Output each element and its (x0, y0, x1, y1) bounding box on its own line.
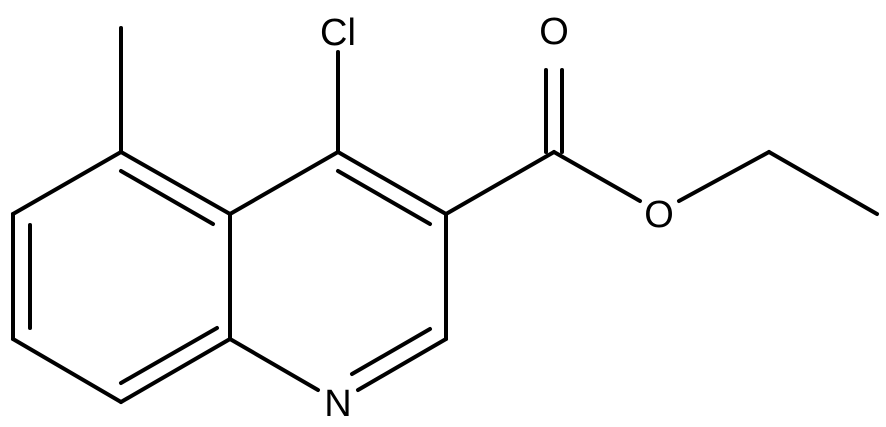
bond-carbonyl-ester-oxygen (552, 150, 642, 203)
bond-c4-c3 (336, 150, 448, 216)
carbonyl-oxygen-atom-label: O (539, 11, 569, 53)
bond-c3-carbonyl (444, 150, 556, 216)
ring-nitrogen-atom-label: N (324, 383, 351, 425)
bond-ester-oxygen-ethyl (677, 150, 771, 203)
bond-c4-c3-inner (336, 169, 432, 226)
bond-c2-n1 (356, 337, 448, 392)
bond-c7-c8 (11, 337, 123, 404)
bond-c5-c6 (11, 150, 123, 216)
bond-c4a-c5 (119, 150, 232, 216)
bond-c8-c8a (119, 337, 232, 404)
bond-ethyl (767, 150, 879, 216)
bond-n1-c8a (228, 337, 320, 392)
chlorine-atom-label: Cl (320, 12, 356, 54)
bond-c4a-c4 (228, 150, 340, 216)
bond-c2-n1-inner (350, 327, 432, 376)
bond-c8-c8a-inner (119, 326, 219, 385)
ester-oxygen-atom-label: O (644, 194, 674, 236)
bond-c4a-c5-inner (119, 169, 215, 226)
